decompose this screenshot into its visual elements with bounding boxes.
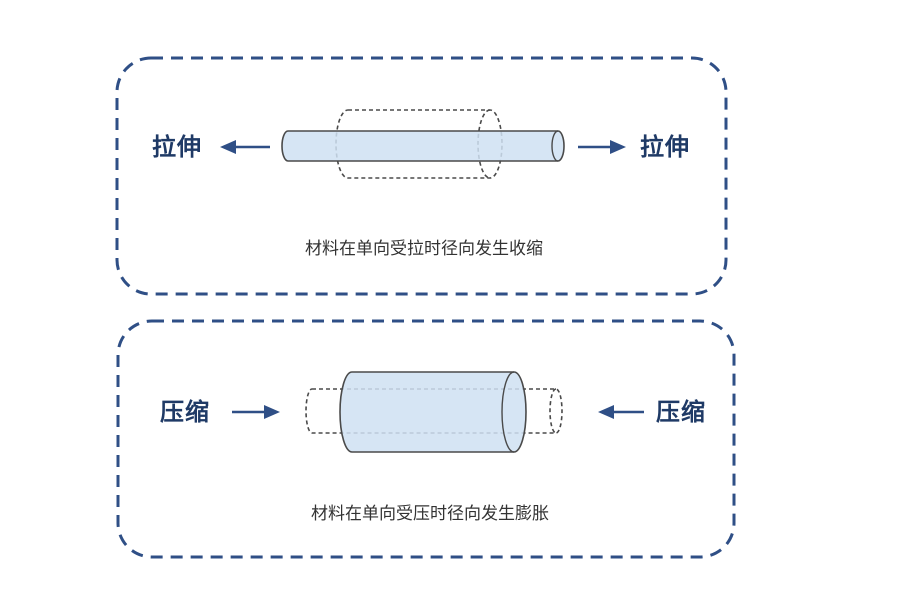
tension-stretched-rod	[281, 130, 565, 162]
compression-right-label: 压缩	[656, 398, 706, 426]
compression-left-label: 压缩	[160, 398, 210, 426]
compression-left-arrow	[232, 405, 280, 419]
compression-panel	[116, 319, 736, 559]
compression-caption: 材料在单向受压时径向发生膨胀	[311, 504, 549, 524]
tension-left-arrow	[220, 140, 270, 154]
tension-panel-border	[115, 56, 728, 296]
compression-expanded-cylinder	[339, 371, 527, 453]
tension-panel	[115, 56, 728, 296]
compression-panel-border	[116, 319, 736, 559]
tension-right-label: 拉伸	[640, 133, 690, 161]
tension-caption: 材料在单向受拉时径向发生收缩	[305, 239, 543, 259]
compression-right-arrow	[598, 405, 644, 419]
tension-left-label: 拉伸	[152, 133, 202, 161]
compression-original-outline	[305, 388, 563, 434]
tension-right-arrow	[578, 140, 626, 154]
